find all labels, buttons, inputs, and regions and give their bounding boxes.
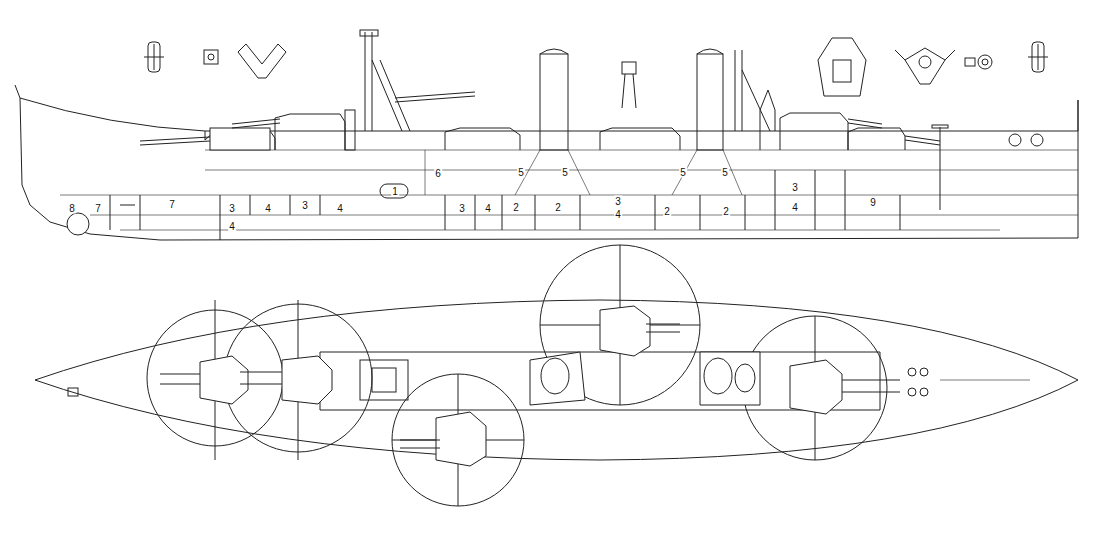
profile-view [15, 30, 1078, 240]
callout-number: 7 [168, 199, 176, 210]
callout-number: 3 [228, 203, 236, 214]
detail-icons [144, 38, 1048, 96]
callout-number: 5 [679, 167, 687, 178]
callout-number: 5 [721, 167, 729, 178]
callout-number: 1 [391, 186, 399, 197]
callout-number: 3 [301, 200, 309, 211]
callout-number: 4 [484, 203, 492, 214]
callout-number: 5 [517, 167, 525, 178]
callout-number: 4 [228, 221, 236, 232]
callout-number: 5 [561, 167, 569, 178]
callout-number: 4 [336, 203, 344, 214]
plan-view [35, 245, 1078, 506]
callout-number: 2 [512, 202, 520, 213]
callout-number: 7 [94, 203, 102, 214]
callout-number: 4 [264, 203, 272, 214]
callout-number: 3 [458, 203, 466, 214]
callout-number: 2 [722, 206, 730, 217]
callout-number: 4 [791, 202, 799, 213]
callout-number: 4 [614, 209, 622, 220]
callout-number: 8 [68, 203, 76, 214]
callout-number: 6 [434, 168, 442, 179]
callout-number: 2 [554, 202, 562, 213]
callout-number: 3 [614, 196, 622, 207]
callout-number: 3 [791, 182, 799, 193]
callout-number: 9 [869, 197, 877, 208]
callout-number: 2 [663, 206, 671, 217]
